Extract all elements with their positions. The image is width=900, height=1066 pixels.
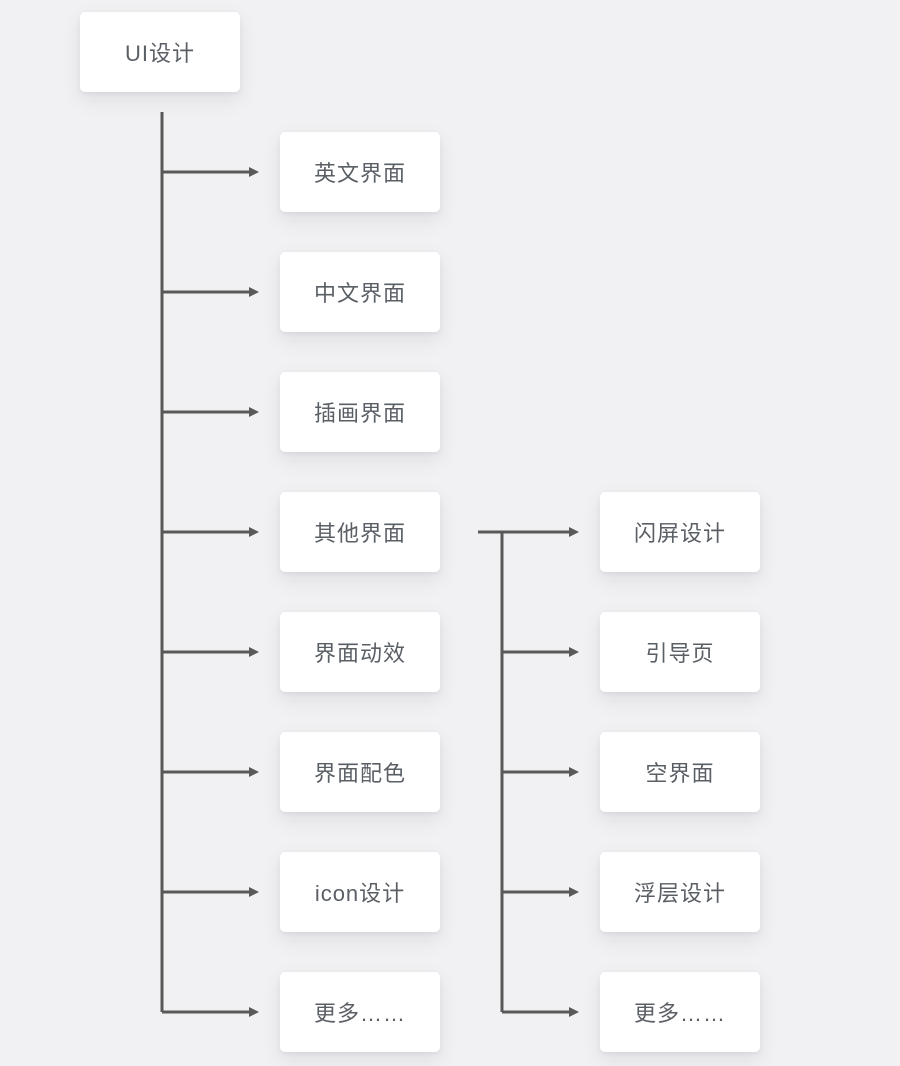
node-label: UI设计 xyxy=(124,41,195,66)
node-ui-design: UI设计 xyxy=(80,12,240,92)
node-chinese-interface: 中文界面 xyxy=(280,252,440,332)
node-label: 界面配色 xyxy=(313,761,406,786)
node-english-interface: 英文界面 xyxy=(280,132,440,212)
node-label: 引导页 xyxy=(645,641,715,666)
node-splash-design: 闪屏设计 xyxy=(600,492,760,572)
node-label: icon设计 xyxy=(314,881,406,906)
node-guide-page: 引导页 xyxy=(600,612,760,692)
node-more-level1: 更多…… xyxy=(280,972,440,1052)
node-label: 英文界面 xyxy=(313,161,406,186)
node-label: 界面动效 xyxy=(313,641,406,666)
node-empty-interface: 空界面 xyxy=(600,732,760,812)
node-label: 更多…… xyxy=(313,1001,406,1026)
node-label: 其他界面 xyxy=(313,521,406,546)
node-label: 中文界面 xyxy=(313,281,406,306)
node-other-interface: 其他界面 xyxy=(280,492,440,572)
node-label: 闪屏设计 xyxy=(633,521,726,546)
node-interface-color: 界面配色 xyxy=(280,732,440,812)
node-overlay-design: 浮层设计 xyxy=(600,852,760,932)
node-illustration-interface: 插画界面 xyxy=(280,372,440,452)
node-interface-animation: 界面动效 xyxy=(280,612,440,692)
node-more-level2: 更多…… xyxy=(600,972,760,1052)
node-icon-design: icon设计 xyxy=(280,852,440,932)
node-label: 空界面 xyxy=(645,761,715,786)
node-label: 插画界面 xyxy=(313,401,406,426)
node-label: 更多…… xyxy=(633,1001,726,1026)
node-label: 浮层设计 xyxy=(633,881,726,906)
